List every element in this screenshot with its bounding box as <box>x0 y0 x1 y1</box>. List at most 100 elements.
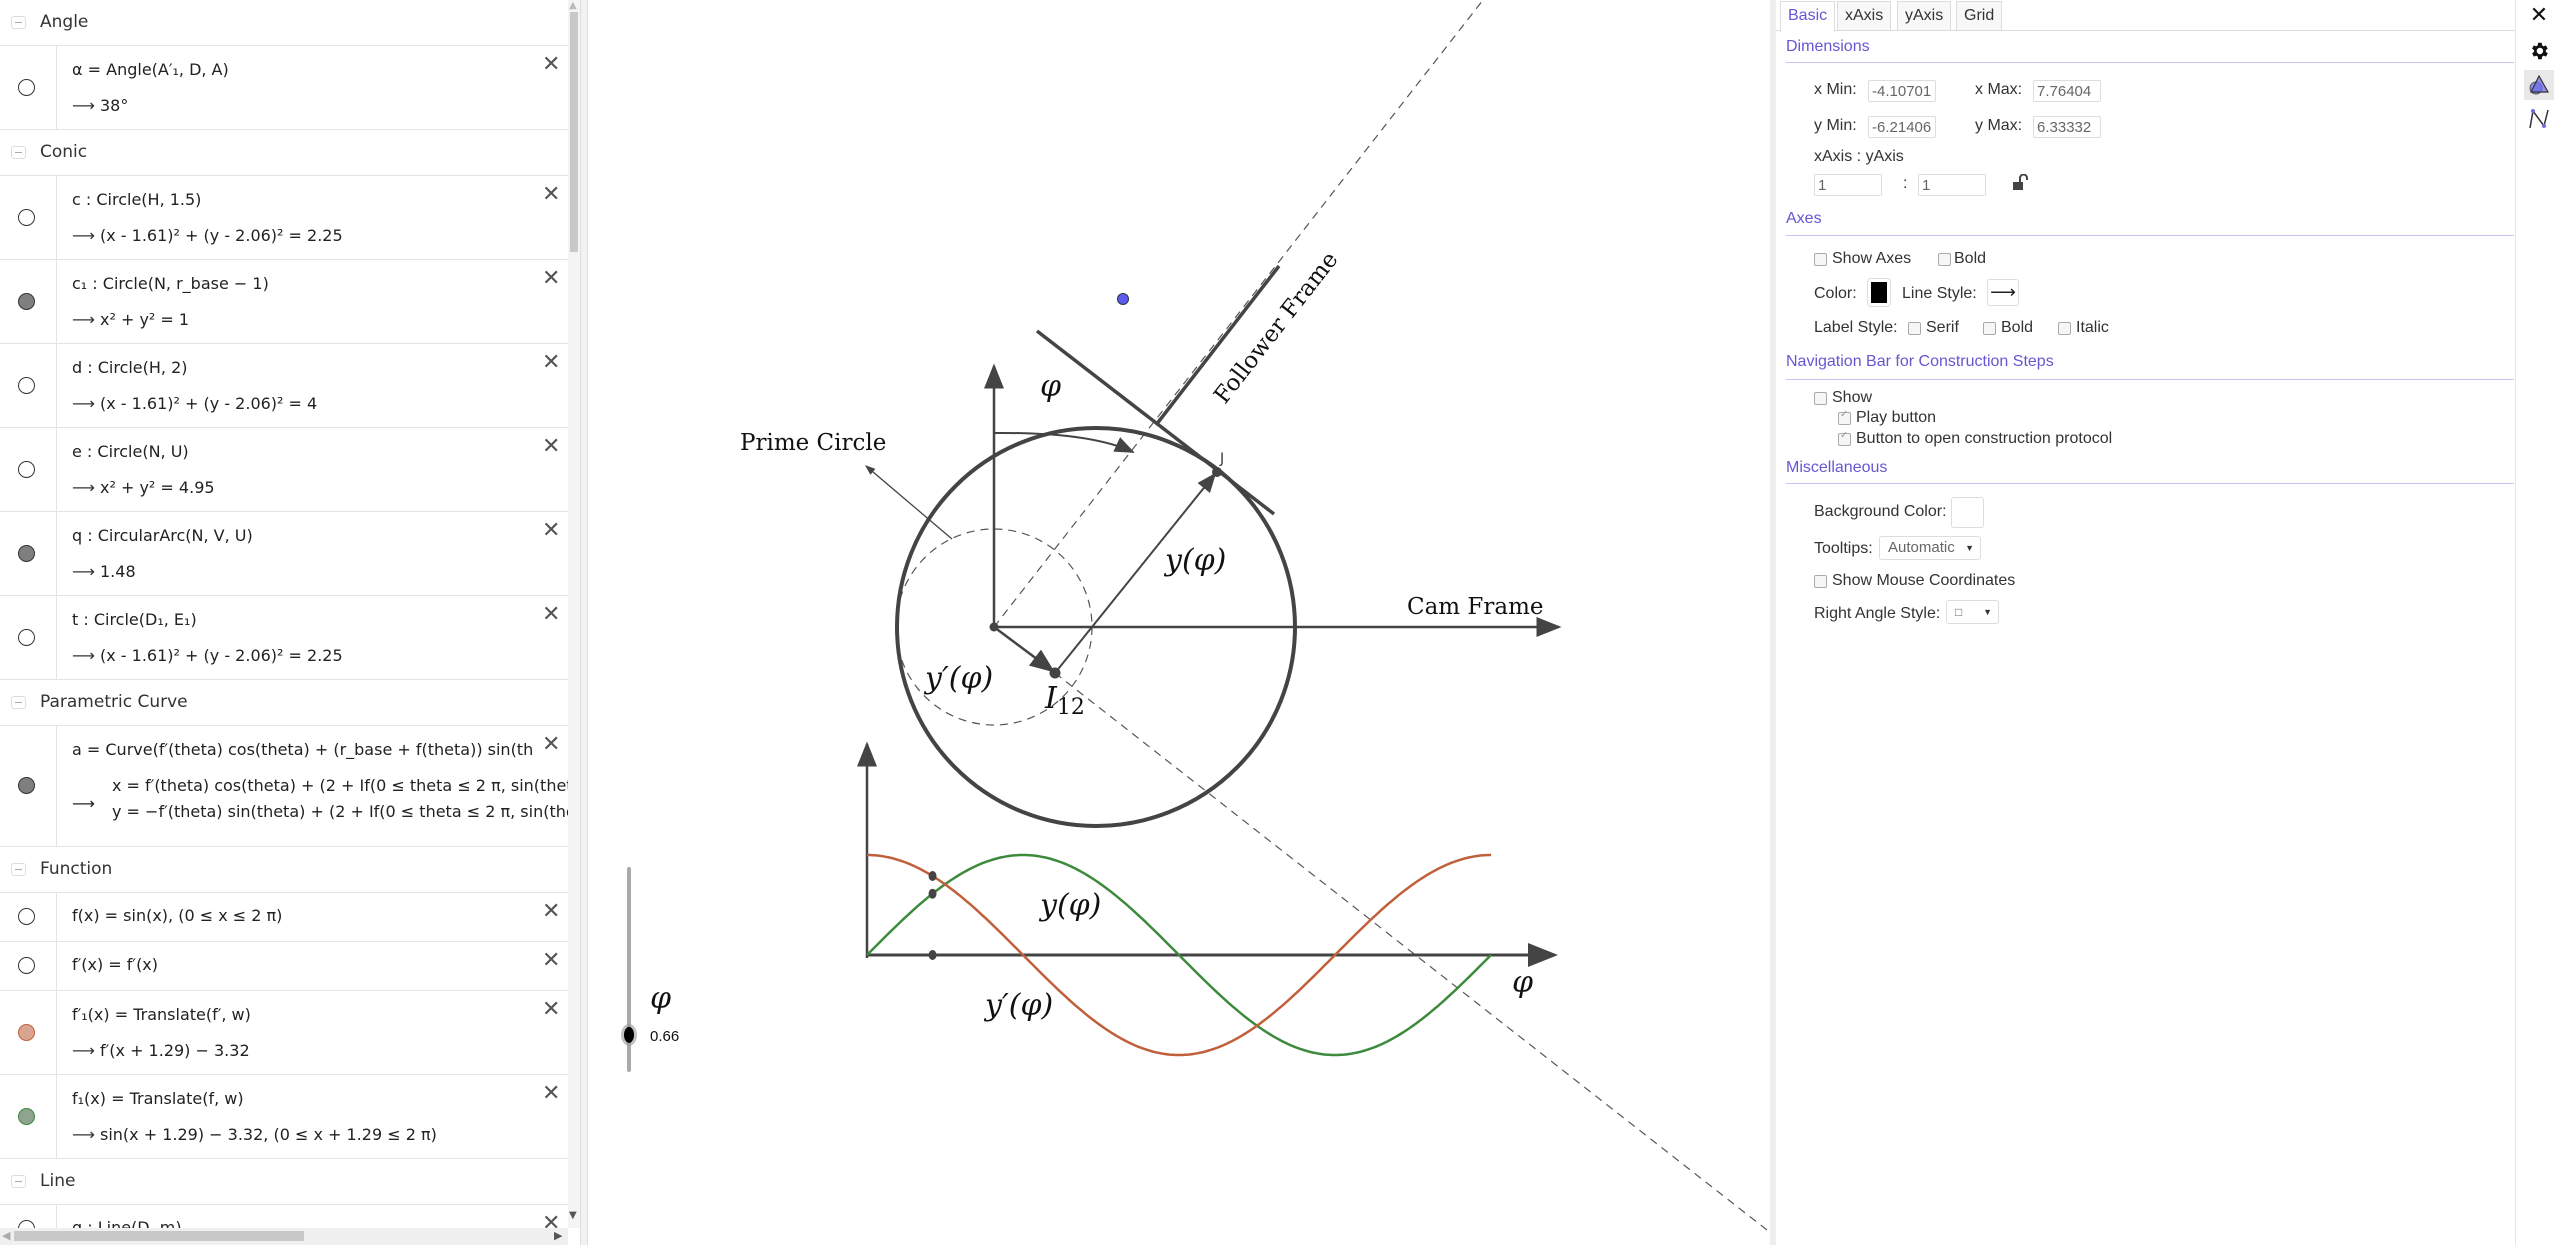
visibility-toggle[interactable] <box>18 292 35 310</box>
graphics-view-icon[interactable] <box>2524 70 2554 100</box>
x-max-input[interactable]: 7.76404 <box>2033 80 2101 102</box>
delete-item-icon[interactable]: ✕ <box>542 518 561 543</box>
lock-open-icon[interactable] <box>2012 174 2028 192</box>
scroll-down-icon[interactable]: ▼ <box>569 1210 577 1221</box>
algebra-item[interactable]: d : Circle(H, 2)⟶(x - 1.61)² + (y - 2.06… <box>0 344 568 428</box>
y-phi-point[interactable] <box>928 888 937 899</box>
ratio-x-input[interactable]: 1 <box>1814 174 1882 196</box>
category-header[interactable]: Function <box>0 847 568 893</box>
tab-grid[interactable]: Grid <box>1956 1 2003 30</box>
serif-checkbox[interactable] <box>1908 322 1921 335</box>
item-definition[interactable]: c : Circle(H, 1.5) <box>72 190 202 209</box>
label-bold-checkbox[interactable] <box>1983 322 1996 335</box>
category-header[interactable]: Parametric Curve <box>0 680 568 726</box>
algebra-item[interactable]: c₁ : Circle(N, r_base − 1)⟶x² + y² = 1✕ <box>0 260 568 344</box>
background-color-swatch[interactable] <box>1951 497 1984 528</box>
y-min-input[interactable]: -6.21406 <box>1868 116 1936 138</box>
visibility-toggle[interactable] <box>18 376 35 394</box>
delete-item-icon[interactable]: ✕ <box>542 997 561 1022</box>
visibility-toggle[interactable] <box>18 1023 35 1041</box>
y-prime-phi-point[interactable] <box>928 871 937 882</box>
delete-item-icon[interactable]: ✕ <box>542 732 561 757</box>
item-definition[interactable]: g : Line(D, m) <box>72 1218 182 1228</box>
category-header[interactable]: Angle <box>0 0 568 46</box>
mouse-coords-checkbox[interactable] <box>1814 575 1827 588</box>
item-definition[interactable]: t : Circle(D₁, E₁) <box>72 610 197 629</box>
collapse-icon[interactable] <box>11 16 26 29</box>
visibility-toggle[interactable] <box>18 777 35 794</box>
visibility-toggle[interactable] <box>18 208 35 226</box>
play-button-checkbox[interactable] <box>1838 409 1851 425</box>
delete-item-icon[interactable]: ✕ <box>542 182 561 207</box>
item-definition[interactable]: α = Angle(A′₁, D, A) <box>72 60 229 79</box>
scrollbar-thumb[interactable] <box>14 1231 304 1241</box>
phi-slider-handle[interactable] <box>621 1023 637 1046</box>
item-definition[interactable]: d : Circle(H, 2) <box>72 358 188 377</box>
item-definition[interactable]: f′(x) = f′(x) <box>72 955 159 974</box>
algebra-vertical-scrollbar[interactable]: ▲ ▼ <box>568 0 580 1228</box>
scroll-up-icon[interactable]: ▲ <box>569 0 577 11</box>
collapse-icon[interactable] <box>11 696 26 709</box>
origin-point[interactable] <box>989 622 999 632</box>
visibility-toggle[interactable] <box>18 908 35 925</box>
visibility-toggle[interactable] <box>18 628 35 646</box>
collapse-icon[interactable] <box>11 1175 26 1188</box>
delete-item-icon[interactable]: ✕ <box>542 434 561 459</box>
axes-bold-checkbox[interactable] <box>1938 253 1951 266</box>
visibility-toggle[interactable] <box>18 544 35 562</box>
collapse-icon[interactable] <box>11 146 26 159</box>
delete-item-icon[interactable]: ✕ <box>542 1211 561 1228</box>
visibility-toggle[interactable] <box>18 957 35 974</box>
visibility-toggle[interactable] <box>18 1107 35 1125</box>
scroll-right-icon[interactable]: ▶ <box>554 1229 563 1242</box>
show-axes-checkbox[interactable] <box>1814 253 1827 266</box>
delete-item-icon[interactable]: ✕ <box>542 899 561 924</box>
item-definition[interactable]: f(x) = sin(x), (0 ≤ x ≤ 2 π) <box>72 906 283 925</box>
tooltips-select[interactable]: Automatic▼ <box>1879 536 1981 560</box>
algebra-item[interactable]: t : Circle(D₁, E₁)⟶(x - 1.61)² + (y - 2.… <box>0 596 568 680</box>
category-header[interactable]: Line <box>0 1159 568 1205</box>
point-j[interactable] <box>1212 467 1222 477</box>
panel-divider[interactable] <box>580 0 588 1245</box>
visibility-toggle[interactable] <box>18 460 35 478</box>
delete-item-icon[interactable]: ✕ <box>542 1081 561 1106</box>
blue-point[interactable] <box>1117 293 1129 305</box>
nav-show-checkbox[interactable] <box>1814 392 1827 405</box>
x-min-input[interactable]: -4.10701 <box>1868 80 1936 102</box>
y-prime-phi-curve[interactable] <box>867 853 1491 1057</box>
algebra-item[interactable]: c : Circle(H, 1.5)⟶(x - 1.61)² + (y - 2.… <box>0 176 568 260</box>
tab-yaxis[interactable]: yAxis <box>1897 1 1952 30</box>
close-icon[interactable]: ✕ <box>2529 3 2549 28</box>
graphics-view[interactable]: Prime Circle Cam Frame Follower Frame φ … <box>587 0 1770 1245</box>
delete-item-icon[interactable]: ✕ <box>542 52 561 77</box>
algebra-item[interactable]: e : Circle(N, U)⟶x² + y² = 4.95✕ <box>0 428 568 512</box>
algebra-item[interactable]: f′₁(x) = Translate(f′, w)⟶f′(x + 1.29) −… <box>0 991 568 1075</box>
item-definition[interactable]: f₁(x) = Translate(f, w) <box>72 1089 244 1108</box>
delete-item-icon[interactable]: ✕ <box>542 948 561 973</box>
item-definition[interactable]: q : CircularArc(N, V, U) <box>72 526 253 545</box>
tab-xaxis[interactable]: xAxis <box>1837 1 1892 30</box>
algebra-item[interactable]: f₁(x) = Translate(f, w)⟶sin(x + 1.29) − … <box>0 1075 568 1159</box>
y-max-input[interactable]: 6.33332 <box>2033 116 2101 138</box>
algebra-item[interactable]: q : CircularArc(N, V, U)⟶1.48✕ <box>0 512 568 596</box>
visibility-toggle[interactable] <box>18 78 35 96</box>
algebra-item[interactable]: f(x) = sin(x), (0 ≤ x ≤ 2 π) ✕ <box>0 893 568 942</box>
delete-item-icon[interactable]: ✕ <box>542 602 561 627</box>
algebra-item[interactable]: g : Line(D, m) ✕ <box>0 1205 568 1228</box>
graphics-canvas[interactable]: Prime Circle Cam Frame Follower Frame φ … <box>587 0 1770 1245</box>
graph-icon[interactable] <box>2524 104 2554 134</box>
visibility-toggle[interactable] <box>18 1220 35 1228</box>
collapse-icon[interactable] <box>11 863 26 876</box>
axes-color-swatch[interactable] <box>1867 278 1891 307</box>
right-angle-style-select[interactable]: □▼ <box>1946 600 1999 624</box>
y-phi-curve[interactable] <box>866 853 1492 1057</box>
italic-checkbox[interactable] <box>2058 322 2071 335</box>
point-i12[interactable] <box>1049 667 1061 679</box>
scrollbar-thumb[interactable] <box>570 12 578 252</box>
algebra-item[interactable]: a = Curve(f′(theta) cos(theta) + (r_base… <box>0 726 568 847</box>
algebra-horizontal-scrollbar[interactable]: ◀ ▶ <box>0 1228 568 1245</box>
ratio-y-input[interactable]: 1 <box>1918 174 1986 196</box>
follower-tangent-line[interactable] <box>1035 329 1276 516</box>
delete-item-icon[interactable]: ✕ <box>542 266 561 291</box>
scroll-left-icon[interactable]: ◀ <box>2 1229 11 1242</box>
